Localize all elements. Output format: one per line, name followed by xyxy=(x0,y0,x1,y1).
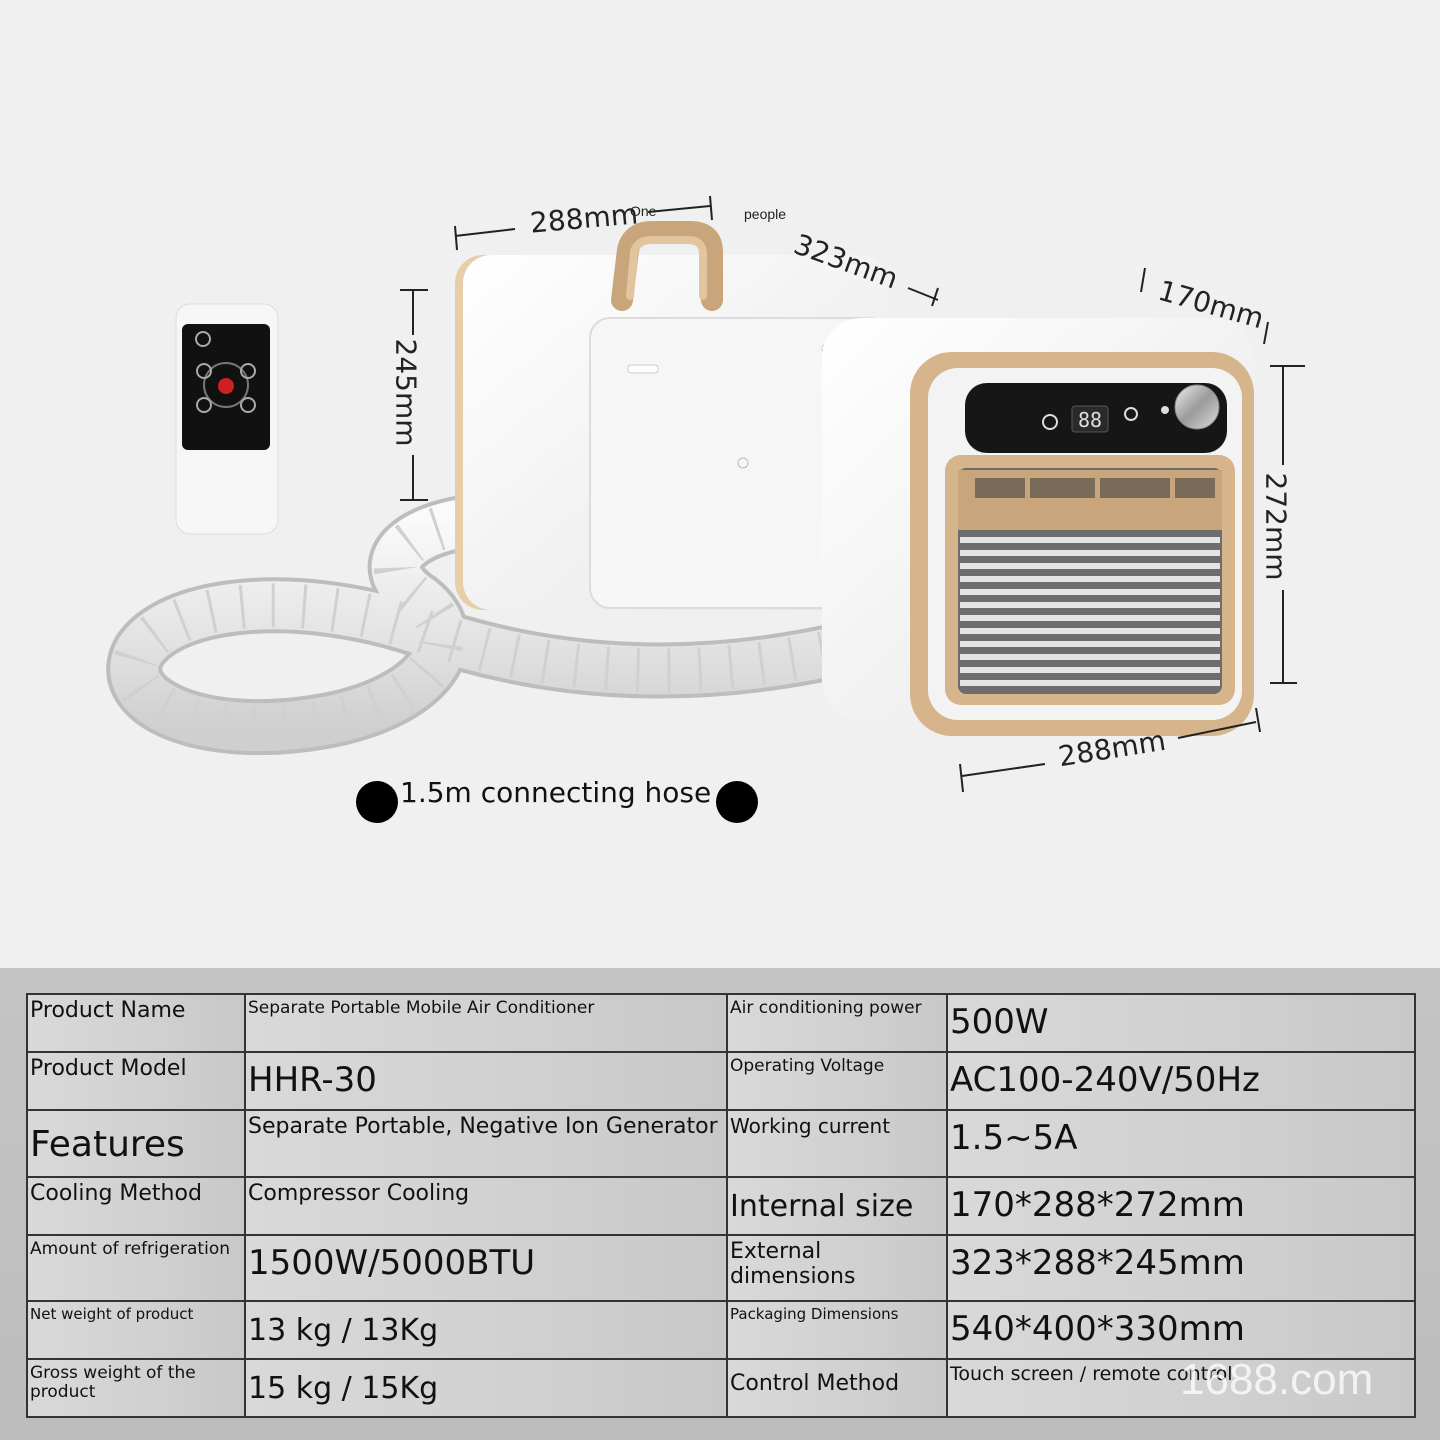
handle-icon xyxy=(611,221,723,311)
table-row: Gross weight of the product 15 kg / 15Kg… xyxy=(26,1358,1416,1418)
grill-slats xyxy=(958,470,1222,530)
spec-label: Control Method xyxy=(726,1358,948,1418)
dimension-height-right: 272mm xyxy=(1259,472,1293,581)
compressor-unit xyxy=(455,255,891,610)
remote-control xyxy=(175,303,279,535)
spec-label: Packaging Dimensions xyxy=(726,1300,948,1361)
product-illustration: 88 xyxy=(106,195,1305,823)
table-row: Cooling Method Compressor Cooling Intern… xyxy=(26,1176,1416,1237)
note-one: One xyxy=(630,203,657,219)
dimension-lines xyxy=(400,195,1305,793)
spec-label: Operating Voltage xyxy=(726,1051,948,1112)
dimension-height-left: 245mm xyxy=(389,338,423,447)
wifi-icon xyxy=(195,331,211,347)
spec-value: 500W xyxy=(946,992,1416,1054)
spec-label: Product Name xyxy=(26,992,246,1054)
panel-display: 88 xyxy=(1078,408,1102,432)
spec-value: 15 kg / 15Kg xyxy=(244,1358,728,1418)
watermark-text: 1688.com xyxy=(1180,1355,1374,1404)
remote-timer-icon xyxy=(196,363,212,379)
spec-value: HHR-30 xyxy=(244,1051,728,1112)
spec-value: Touch screen / remote control xyxy=(946,1358,1416,1418)
spec-value: 13 kg / 13Kg xyxy=(244,1300,728,1361)
spec-label: Air conditioning power xyxy=(726,992,948,1054)
spec-value: Separate Portable, Negative Ion Generato… xyxy=(244,1109,728,1179)
spec-value: 540*400*330mm xyxy=(946,1300,1416,1361)
spec-value: 1.5~5A xyxy=(946,1109,1416,1179)
note-people: people xyxy=(744,206,787,222)
bullet-dot-right xyxy=(716,781,758,823)
table-row: Amount of refrigeration 1500W/5000BTU Ex… xyxy=(26,1234,1416,1303)
spec-label: Features xyxy=(26,1109,246,1179)
up-icon xyxy=(196,397,212,413)
spec-label: Product Model xyxy=(26,1051,246,1112)
spec-value: Separate Portable Mobile Air Conditioner xyxy=(244,992,728,1054)
spec-label: Internal size xyxy=(726,1176,948,1237)
table-row: Features Separate Portable, Negative Ion… xyxy=(26,1109,1416,1179)
remote-mode-icon xyxy=(240,363,256,379)
remote-power-icon xyxy=(218,378,234,394)
spec-label: Cooling Method xyxy=(26,1176,246,1237)
down-icon xyxy=(240,397,256,413)
hose-caption: 1.5m connecting hose xyxy=(400,776,712,809)
spec-label: Net weight of product xyxy=(26,1300,246,1361)
front-unit: 88 xyxy=(822,318,1254,736)
spec-value: 1500W/5000BTU xyxy=(244,1234,728,1303)
spec-value: 170*288*272mm xyxy=(946,1176,1416,1237)
power-icon xyxy=(1124,407,1138,421)
spec-label: Gross weight of the product xyxy=(26,1358,246,1418)
table-row: Product Model HHR-30 Operating Voltage A… xyxy=(26,1051,1416,1112)
spec-label: External dimensions xyxy=(726,1234,948,1303)
spec-value: Compressor Cooling xyxy=(244,1176,728,1237)
spec-label: Amount of refrigeration xyxy=(26,1234,246,1303)
spec-table: Product Name Separate Portable Mobile Ai… xyxy=(26,992,1416,1418)
bullet-dot-left xyxy=(356,781,398,823)
spec-value: AC100-240V/50Hz xyxy=(946,1051,1416,1112)
control-knob xyxy=(1174,384,1220,430)
timer-icon xyxy=(1042,414,1058,430)
connecting-hose xyxy=(106,492,868,756)
table-row: Net weight of product 13 kg / 13Kg Packa… xyxy=(26,1300,1416,1361)
table-row: Product Name Separate Portable Mobile Ai… xyxy=(26,992,1416,1054)
spec-label: Working current xyxy=(726,1109,948,1179)
spec-value: 323*288*245mm xyxy=(946,1234,1416,1303)
air-conditioner-drawing: 88 xyxy=(106,195,1305,793)
